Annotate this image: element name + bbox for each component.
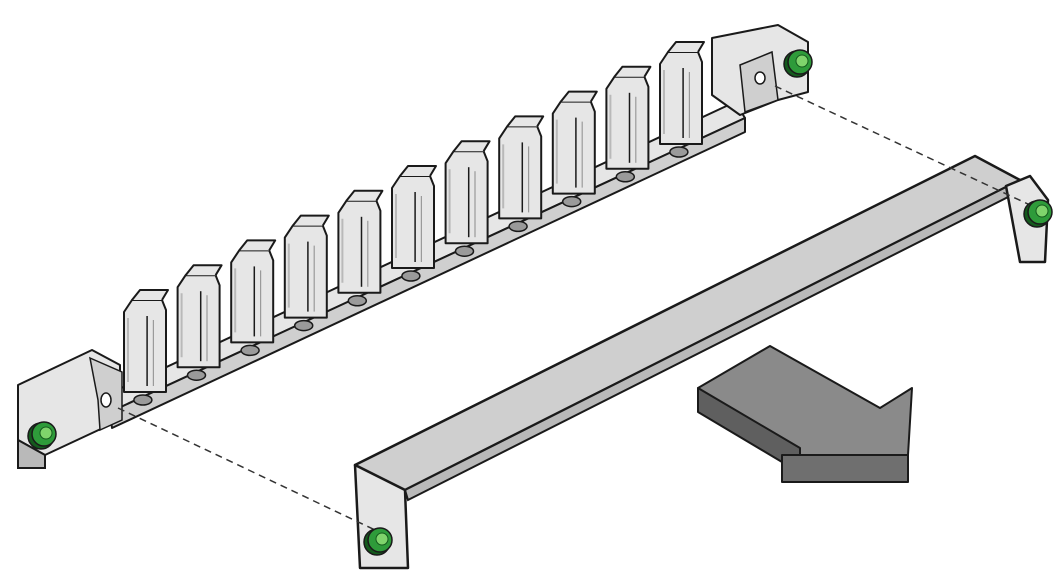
- rail-slot: [347, 295, 368, 307]
- clip-lip: [399, 165, 437, 177]
- cable-clip: [391, 165, 437, 282]
- clip-body: [176, 274, 221, 369]
- cable-clip: [659, 41, 705, 158]
- cable-clip: [337, 189, 384, 307]
- clip-lip: [560, 90, 598, 103]
- cable-clip: [176, 264, 223, 381]
- thumbscrew-icon: [363, 527, 393, 556]
- clip-lip: [131, 289, 169, 301]
- cable-clip: [230, 239, 277, 357]
- clip-body: [337, 199, 382, 294]
- clip-lip: [613, 65, 652, 78]
- clip-body: [605, 75, 650, 170]
- clip-body: [123, 299, 167, 393]
- thumbscrew-icon: [783, 49, 813, 78]
- rail-slot: [240, 344, 260, 357]
- cable-clip: [444, 140, 491, 257]
- clip-body: [230, 249, 275, 344]
- rail-slot: [669, 146, 689, 158]
- rail-slot: [615, 171, 636, 183]
- thumbscrews: [27, 49, 1053, 556]
- bracket-left-hole: [100, 392, 112, 408]
- cable-clip: [551, 90, 598, 208]
- clip-lip: [667, 41, 705, 53]
- clip-body: [498, 125, 543, 220]
- clip-lip: [238, 239, 277, 252]
- rail-slot: [508, 220, 528, 233]
- rail-slot: [454, 245, 475, 257]
- thumbscrew-icon: [1023, 199, 1053, 228]
- thumbscrew-cap: [375, 532, 389, 546]
- clip-body: [444, 150, 489, 245]
- clip-lip: [452, 140, 491, 152]
- rail-slot: [186, 369, 207, 381]
- guide-right: [774, 85, 1031, 206]
- arrow-top-face: [697, 345, 913, 456]
- thumbscrew-icon: [27, 421, 57, 450]
- clip-body: [391, 175, 435, 269]
- rail-slot: [401, 270, 421, 282]
- clip-body: [283, 224, 328, 319]
- rail-slot: [561, 195, 582, 208]
- clip-body: [551, 100, 596, 195]
- cable-clip: [605, 65, 652, 183]
- bracket-right-hole: [754, 71, 766, 85]
- alignment-guides: [117, 85, 1031, 531]
- cable-clip: [498, 115, 545, 233]
- clip-lip: [292, 214, 330, 227]
- cable-clip: [123, 289, 169, 406]
- cable-clip: [283, 214, 330, 332]
- thumbscrew-cap: [795, 54, 809, 68]
- clip-lip: [506, 115, 545, 128]
- clip-lip: [345, 189, 384, 202]
- direction-arrow-icon: [697, 345, 913, 483]
- thumbscrew-cap: [1035, 204, 1049, 218]
- guide-left: [117, 407, 376, 531]
- clip-lip: [184, 264, 223, 276]
- cable-clips: [123, 41, 705, 406]
- bracket-left-ear-edge: [17, 438, 46, 469]
- clip-body: [659, 51, 703, 145]
- arrow-front-face: [781, 454, 909, 483]
- thumbscrew-cap: [39, 426, 53, 440]
- rail-slot: [133, 394, 153, 406]
- rail-slot: [293, 319, 314, 332]
